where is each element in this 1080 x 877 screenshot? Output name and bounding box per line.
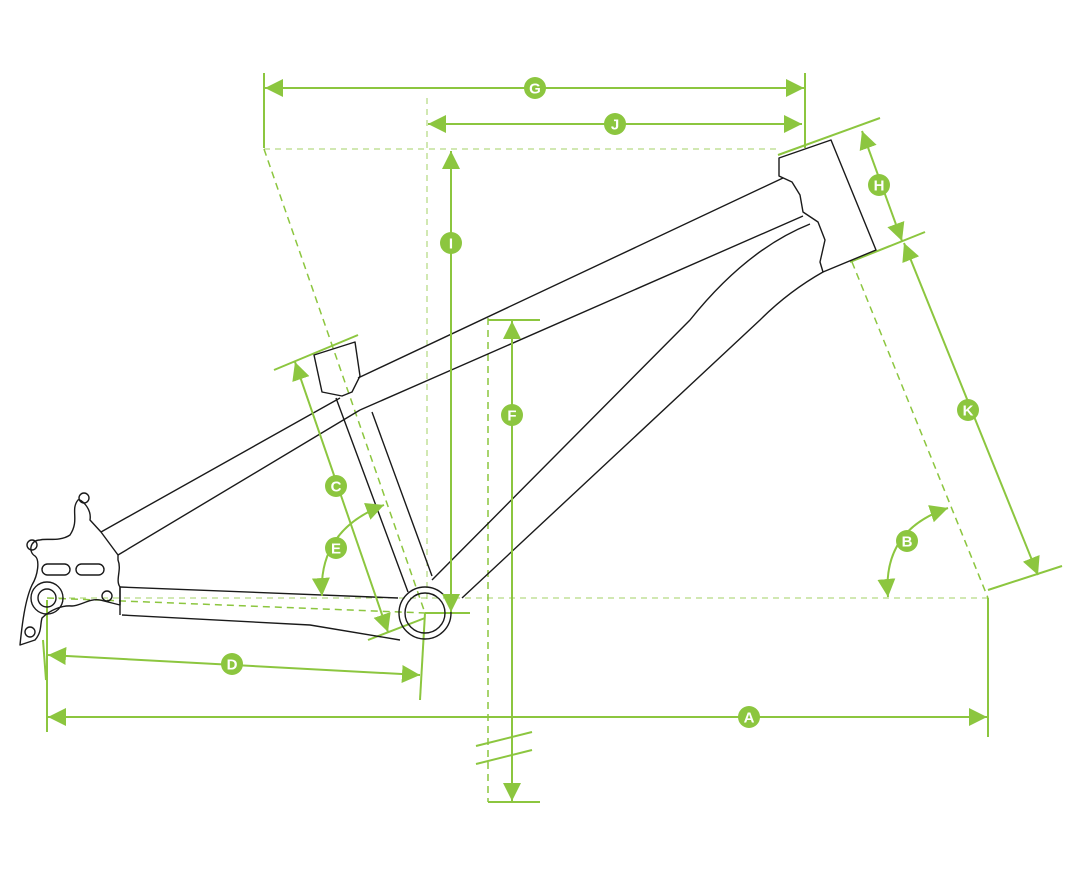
angle-b-arc <box>877 505 949 598</box>
label-k: K <box>957 399 979 421</box>
svg-text:B: B <box>902 534 913 551</box>
rear-dropout <box>19 499 121 646</box>
label-j: J <box>604 113 626 135</box>
down-tube <box>431 223 824 599</box>
bottom-bracket-inner <box>404 592 446 634</box>
dropout-slot <box>75 563 105 576</box>
svg-text:G: G <box>529 81 541 98</box>
dropout-hole <box>24 626 36 638</box>
label-d: D <box>221 653 243 675</box>
guide-lines <box>42 73 1063 803</box>
bottom-bracket-outer <box>398 586 452 640</box>
chainstay <box>119 586 401 641</box>
svg-text:I: I <box>449 236 453 253</box>
bike-frame <box>19 139 877 646</box>
svg-text:H: H <box>874 178 885 195</box>
head-tube <box>778 139 877 273</box>
dropout-hole <box>26 539 38 551</box>
dropout-hole <box>78 492 90 504</box>
rear-axle-outer <box>30 581 64 615</box>
rear-axle-inner <box>37 588 57 608</box>
seat-stay <box>100 397 361 556</box>
label-e: E <box>325 537 347 559</box>
dimension-c <box>292 361 391 633</box>
label-h: H <box>868 174 890 196</box>
label-b: B <box>896 530 918 552</box>
svg-text:F: F <box>507 408 516 425</box>
dropout-slot <box>41 563 71 576</box>
label-g: G <box>524 77 546 99</box>
svg-text:J: J <box>611 117 619 134</box>
svg-text:A: A <box>744 710 755 727</box>
dimension-lines <box>47 79 1040 801</box>
label-a: A <box>738 706 760 728</box>
svg-text:K: K <box>963 403 974 420</box>
label-f: F <box>501 404 523 426</box>
svg-text:D: D <box>227 657 238 674</box>
svg-text:C: C <box>331 479 342 496</box>
svg-text:E: E <box>331 541 341 558</box>
label-c: C <box>325 475 347 497</box>
label-i: I <box>440 232 462 254</box>
top-tube <box>357 177 804 411</box>
dropout-hole <box>101 590 113 602</box>
